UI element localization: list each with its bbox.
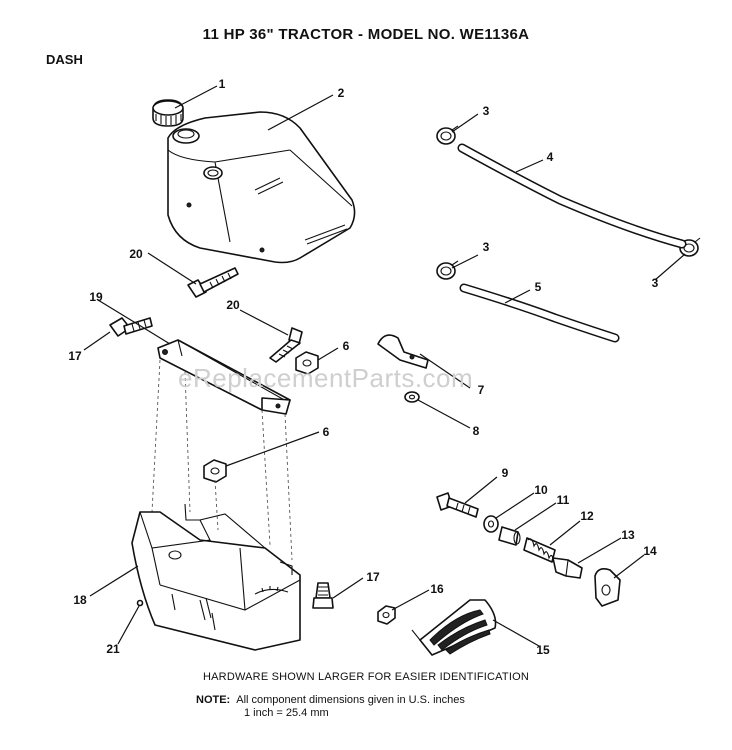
callout-2: 2 [337, 86, 345, 100]
part-nut-small [377, 605, 396, 625]
callout-5: 5 [534, 280, 542, 294]
part-fuel-tank [167, 111, 356, 264]
part-nut-upper [295, 351, 319, 375]
part-fuel-line-short [459, 283, 620, 343]
callout-16: 16 [430, 582, 444, 596]
callout-3-middle: 3 [482, 240, 490, 254]
part-spacer [498, 526, 521, 546]
note-label: NOTE: [196, 694, 231, 706]
diagram-title: 11 HP 36" TRACTOR - MODEL NO. WE1136A [202, 26, 530, 43]
callout-13: 13 [621, 528, 635, 542]
part-carriage-bolt [436, 492, 479, 518]
note-line-2: 1 inch = 25.4 mm [244, 707, 329, 719]
part-screw-lower [269, 327, 303, 363]
callout-17-lower: 17 [366, 570, 380, 584]
callout-17-upper: 17 [68, 349, 82, 363]
part-flat-washer [483, 515, 499, 533]
part-pin [136, 599, 144, 607]
callout-21: 21 [106, 642, 120, 656]
part-bolt-upper [109, 317, 153, 337]
callout-6-lower: 6 [322, 425, 330, 439]
part-clip [377, 334, 429, 369]
part-throttle-plate [411, 599, 497, 656]
callout-3-upper: 3 [482, 104, 490, 118]
part-throttle-clip [594, 568, 621, 607]
part-bolt-lower [312, 582, 334, 609]
callout-19: 19 [89, 290, 103, 304]
part-washer [404, 391, 420, 403]
callout-20-lower: 20 [226, 298, 240, 312]
part-dash-bracket [157, 339, 291, 415]
callout-15: 15 [536, 643, 550, 657]
callout-1: 1 [218, 77, 226, 91]
part-fuel-line-long [457, 143, 687, 249]
callout-20-upper: 20 [129, 247, 143, 261]
callout-3-right: 3 [651, 276, 659, 290]
callout-9: 9 [501, 466, 509, 480]
hardware-note: HARDWARE SHOWN LARGER FOR EASIER IDENTIF… [203, 671, 529, 683]
part-hose-clamp-middle [436, 260, 459, 280]
part-fuel-cap [152, 99, 184, 127]
section-label: DASH [46, 52, 83, 67]
callout-4: 4 [546, 150, 554, 164]
watermark: eReplacementParts.com [178, 363, 474, 393]
part-hose-clamp-upper [436, 125, 459, 145]
part-screw-upper [187, 267, 239, 298]
part-dash-panel [131, 503, 301, 651]
part-spring [523, 537, 556, 563]
callout-12: 12 [580, 509, 594, 523]
callout-10: 10 [534, 483, 548, 497]
callout-6-upper: 6 [342, 339, 350, 353]
callout-14: 14 [643, 544, 657, 558]
dimension-note: NOTE: All component dimensions given in U… [196, 694, 465, 720]
callout-7: 7 [477, 383, 485, 397]
callout-8: 8 [472, 424, 480, 438]
note-line-1: All component dimensions given in U.S. i… [236, 694, 465, 706]
assembly-guide-lines [151, 359, 293, 561]
callout-18: 18 [73, 593, 87, 607]
part-nut-lower [203, 459, 227, 483]
leader-lines [83, 85, 686, 647]
callout-11: 11 [556, 493, 570, 507]
part-cable-end [552, 557, 583, 579]
